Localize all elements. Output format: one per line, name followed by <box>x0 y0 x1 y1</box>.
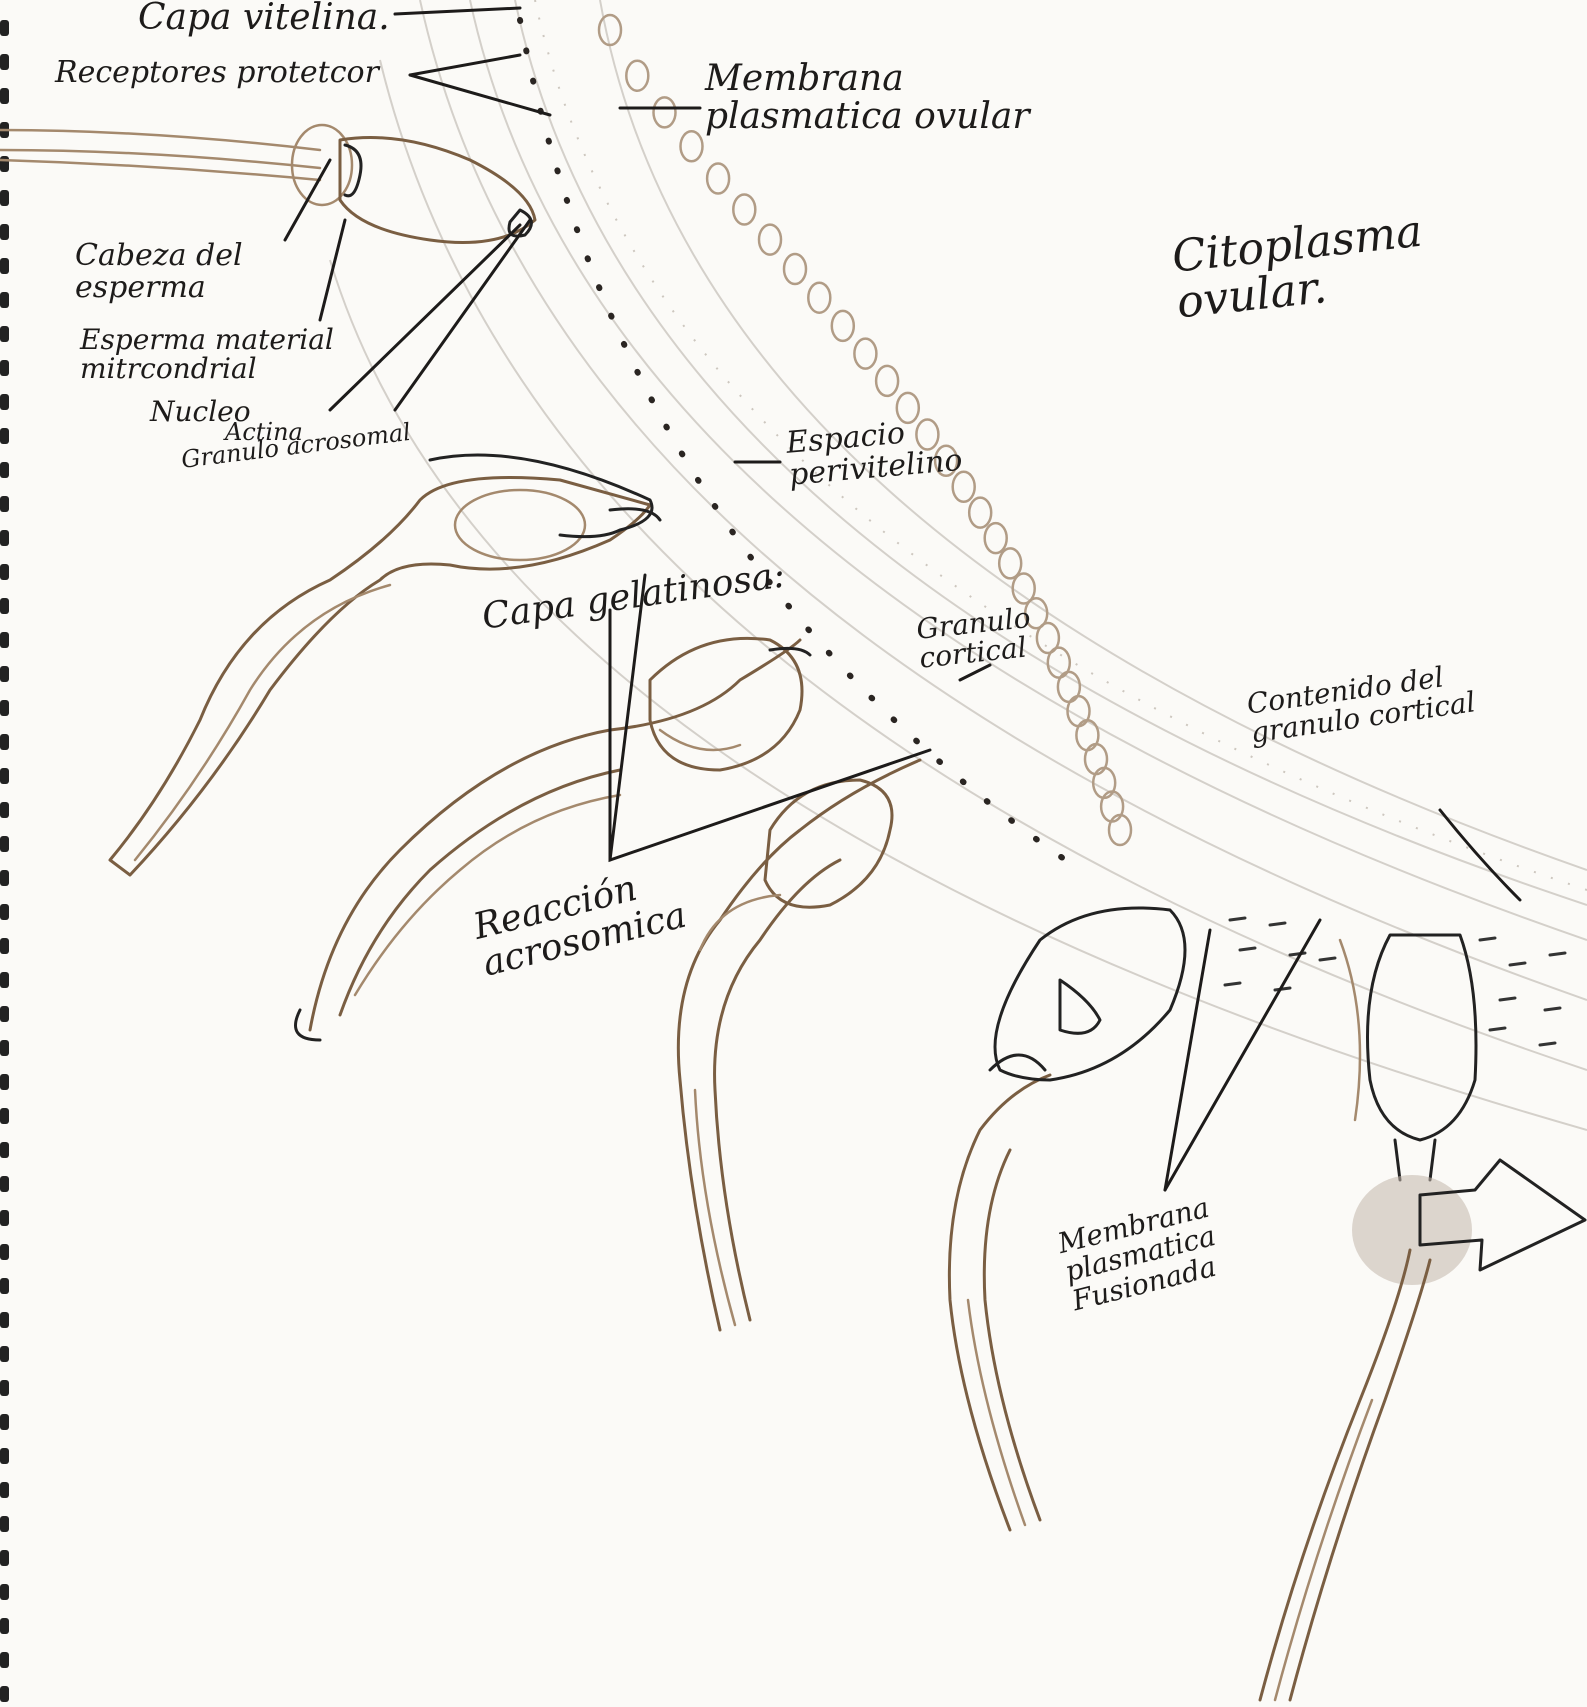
spiral-ring <box>0 156 9 172</box>
sperm-1-detailed <box>0 125 535 243</box>
spiral-ring <box>0 258 9 274</box>
spiral-ring <box>0 700 9 716</box>
cortical-granule <box>876 366 898 396</box>
spiral-ring <box>0 1550 9 1566</box>
label-cabeza-del-esperma: Cabeza del esperma <box>75 240 305 303</box>
label-capa-vitelina: Capa vitelina. <box>138 0 390 36</box>
spiral-binding <box>0 20 9 1702</box>
spiral-ring <box>0 360 9 376</box>
spiral-ring <box>0 54 9 70</box>
spiral-ring <box>0 836 9 852</box>
cortical-granule <box>985 523 1007 553</box>
spiral-ring <box>0 1244 9 1260</box>
cortical-granule <box>808 283 830 313</box>
spiral-ring <box>0 1108 9 1124</box>
spiral-ring <box>0 1414 9 1430</box>
spiral-ring <box>0 1312 9 1328</box>
spiral-ring <box>0 1482 9 1498</box>
spiral-ring <box>0 1210 9 1226</box>
sperm-6-entering <box>1260 935 1476 1700</box>
cortical-granule <box>1076 720 1098 750</box>
cortical-granule <box>707 164 729 194</box>
sperm-4 <box>678 760 920 1330</box>
spiral-ring <box>0 530 9 546</box>
cortical-granule <box>854 339 876 369</box>
cortical-granule <box>784 254 806 284</box>
spiral-ring <box>0 564 9 580</box>
spiral-ring <box>0 224 9 240</box>
cortical-granule <box>654 97 676 127</box>
cortical-granule <box>1093 768 1115 798</box>
cortical-granule <box>1085 744 1107 774</box>
spiral-ring <box>0 1618 9 1634</box>
spiral-ring <box>0 1142 9 1158</box>
spiral-ring <box>0 904 9 920</box>
spiral-ring <box>0 20 9 36</box>
cortical-granule <box>759 225 781 255</box>
cortical-granule <box>733 195 755 225</box>
cortical-granule <box>832 311 854 341</box>
cortical-granule <box>681 131 703 161</box>
label-receptores-protectores: Receptores protetcor <box>55 58 379 88</box>
spiral-ring <box>0 428 9 444</box>
leader-lines <box>285 8 1520 1190</box>
spiral-ring <box>0 1652 9 1668</box>
spiral-ring <box>0 190 9 206</box>
granule-contents <box>1225 918 1565 1045</box>
spiral-ring <box>0 88 9 104</box>
spiral-ring <box>0 1040 9 1056</box>
sperm-2 <box>110 455 660 875</box>
spiral-ring <box>0 394 9 410</box>
spiral-ring <box>0 1448 9 1464</box>
spiral-ring <box>0 666 9 682</box>
spiral-ring <box>0 496 9 512</box>
spiral-ring <box>0 938 9 954</box>
spiral-ring <box>0 1380 9 1396</box>
cortical-granule <box>969 498 991 528</box>
cortical-granule <box>1101 792 1123 822</box>
cortical-granule <box>999 548 1021 578</box>
spiral-ring <box>0 462 9 478</box>
spiral-ring <box>0 1584 9 1600</box>
spiral-ring <box>0 768 9 784</box>
cortical-granule <box>1109 815 1131 845</box>
spiral-ring <box>0 870 9 886</box>
spiral-ring <box>0 1176 9 1192</box>
spiral-ring <box>0 1686 9 1702</box>
cortical-granule <box>599 15 621 45</box>
label-esperma-material-mitocondrial: Esperma material mitrcondrial <box>80 325 360 384</box>
spiral-ring <box>0 1346 9 1362</box>
spiral-ring <box>0 734 9 750</box>
spiral-ring <box>0 326 9 342</box>
spiral-ring <box>0 632 9 648</box>
spiral-ring <box>0 972 9 988</box>
spiral-ring <box>0 1516 9 1532</box>
cortical-granule <box>626 61 648 91</box>
spiral-ring <box>0 598 9 614</box>
spiral-ring <box>0 1074 9 1090</box>
spiral-ring <box>0 1278 9 1294</box>
spiral-ring <box>0 292 9 308</box>
spiral-ring <box>0 802 9 818</box>
label-membrana-plasmatica-ovular: Membrana plasmatica ovular <box>705 60 1105 136</box>
spiral-ring <box>0 1006 9 1022</box>
